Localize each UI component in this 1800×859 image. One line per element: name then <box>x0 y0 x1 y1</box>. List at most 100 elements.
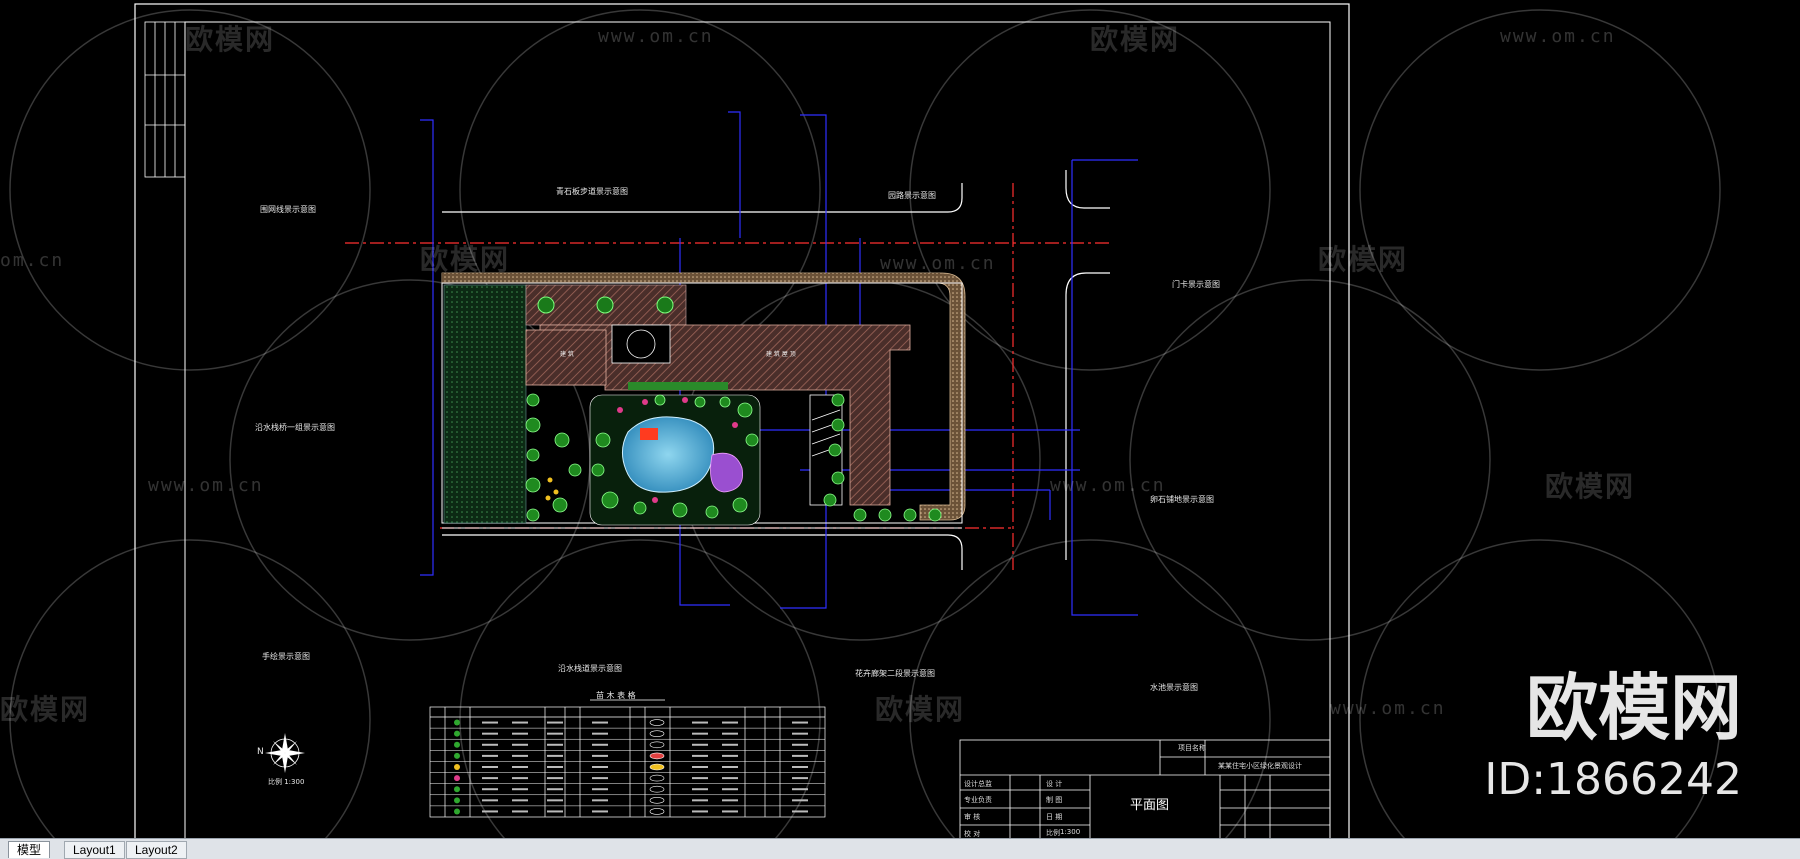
watermark-brand: 欧模网 <box>875 693 966 726</box>
legend-symbol <box>454 752 460 759</box>
tb-scale-value: 1:300 <box>1060 828 1081 836</box>
tb-row-1: 专业负责 <box>964 796 992 804</box>
building-west-block <box>525 329 607 386</box>
label-building-2: 建 筑 屋 顶 <box>766 351 796 358</box>
legend-symbol <box>649 785 665 793</box>
north-arrow <box>265 733 305 773</box>
legend-cell-text <box>547 799 563 802</box>
legend-cell-text <box>512 788 528 791</box>
legend-cell-text <box>482 721 498 724</box>
pool-small <box>710 452 743 493</box>
west-lawn-area <box>443 284 527 524</box>
watermark-brand: 欧模网 <box>1318 243 1409 276</box>
watermark-url: www.om.cn <box>880 253 996 274</box>
legend-cell-text <box>512 810 528 813</box>
tb-row-6: 日 期 <box>1046 813 1063 821</box>
legend-cell-text <box>547 721 563 724</box>
legend-cell-text <box>792 732 808 735</box>
tab-layout1[interactable]: Layout1 <box>64 841 125 859</box>
legend-cell-text <box>512 766 528 768</box>
legend-cell-text <box>722 732 738 735</box>
watermark-url: www.om.cn <box>1500 26 1616 47</box>
legend-symbol <box>649 752 665 760</box>
road-curves <box>442 170 1110 570</box>
legend-cell-text <box>592 732 608 735</box>
legend-cell-text <box>792 743 808 746</box>
legend-cell-text <box>722 777 738 780</box>
site-border <box>441 272 966 521</box>
legend-symbol <box>454 775 460 782</box>
legend-rows <box>430 719 825 815</box>
legend-cell-text <box>547 743 563 746</box>
tb-scale-label: 比例 <box>1046 829 1060 837</box>
legend-title: 苗 木 表 格 <box>596 691 636 700</box>
tb-drawing-title: 平面图 <box>1130 798 1170 813</box>
label-pebble: 卵石铺地景示意图 <box>1150 495 1214 504</box>
tb-row-0: 设计总监 <box>964 780 992 788</box>
cad-model-space[interactable] <box>0 0 1800 838</box>
label-pergola: 花卉廊架二段景示意图 <box>855 669 935 678</box>
label-gate: 门卡景示意图 <box>1172 280 1220 289</box>
legend-cell-text <box>592 766 608 768</box>
legend-cell-text <box>592 810 608 813</box>
legend-cell-text <box>592 743 608 746</box>
legend-cell-text <box>512 721 528 724</box>
legend-symbol <box>454 808 460 815</box>
pool-platform <box>640 428 658 440</box>
legend-cell-text <box>722 754 738 757</box>
legend-symbol <box>454 786 460 793</box>
legend-cell-text <box>792 788 808 791</box>
legend-cell-text <box>792 721 808 724</box>
tab-model[interactable]: 模型 <box>8 841 51 858</box>
north-label: N <box>257 747 264 757</box>
legend-symbol <box>454 719 460 726</box>
legend-symbol <box>649 730 665 737</box>
legend-cell-text <box>692 810 708 813</box>
legend-cell-text <box>692 743 708 746</box>
tb-project-name: 某某住宅小区绿化景观设计 <box>1218 762 1302 770</box>
legend-cell-text <box>692 799 708 802</box>
watermark-url: www.om.cn <box>598 26 714 47</box>
legend-cell-text <box>792 766 808 768</box>
legend-cell-text <box>592 777 608 780</box>
legend-cell-text <box>792 810 808 813</box>
watermark-url: www.om.cn <box>1050 475 1166 496</box>
legend-symbol <box>649 774 665 782</box>
legend-symbol <box>649 808 665 815</box>
garden-trees <box>591 394 759 519</box>
legend-cell-text <box>722 810 738 813</box>
courtyard-feature <box>626 329 656 359</box>
garden-flowers <box>617 397 738 503</box>
legend-cell-text <box>592 754 608 757</box>
legend-symbol <box>649 797 665 804</box>
tb-row-2: 审 核 <box>964 813 981 821</box>
legend-cell-text <box>512 799 528 802</box>
legend-cell-text <box>512 743 528 746</box>
legend-cell-text <box>547 754 563 757</box>
tb-project-label: 项目名称 <box>1178 744 1206 752</box>
tb-row-4: 设 计 <box>1046 780 1063 788</box>
watermark-url: www.om.cn <box>148 475 264 496</box>
legend-cell-text <box>592 788 608 791</box>
scale-label: 比例 1:300 <box>268 778 305 786</box>
north-trees <box>537 296 674 314</box>
legend-cell-text <box>692 721 708 724</box>
legend-cell-text <box>482 754 498 757</box>
label-pool: 水池景示意图 <box>1150 683 1198 692</box>
site-border-strip <box>442 273 942 283</box>
legend-cell-text <box>512 732 528 735</box>
tab-layout2[interactable]: Layout2 <box>126 841 187 859</box>
legend-cell-text <box>482 788 498 791</box>
legend-cell-text <box>482 799 498 802</box>
legend-cell-text <box>482 732 498 735</box>
west-shrubs <box>545 477 559 501</box>
legend-cell-text <box>592 721 608 724</box>
legend-cell-text <box>512 754 528 757</box>
legend-symbol <box>454 797 460 804</box>
watermark-circles <box>9 9 1721 838</box>
legend-table <box>429 706 826 818</box>
tb-row-3: 校 对 <box>964 830 981 838</box>
legend-symbol <box>454 741 460 748</box>
legend-cell-text <box>482 743 498 746</box>
label-hand: 手绘景示意图 <box>262 652 310 661</box>
